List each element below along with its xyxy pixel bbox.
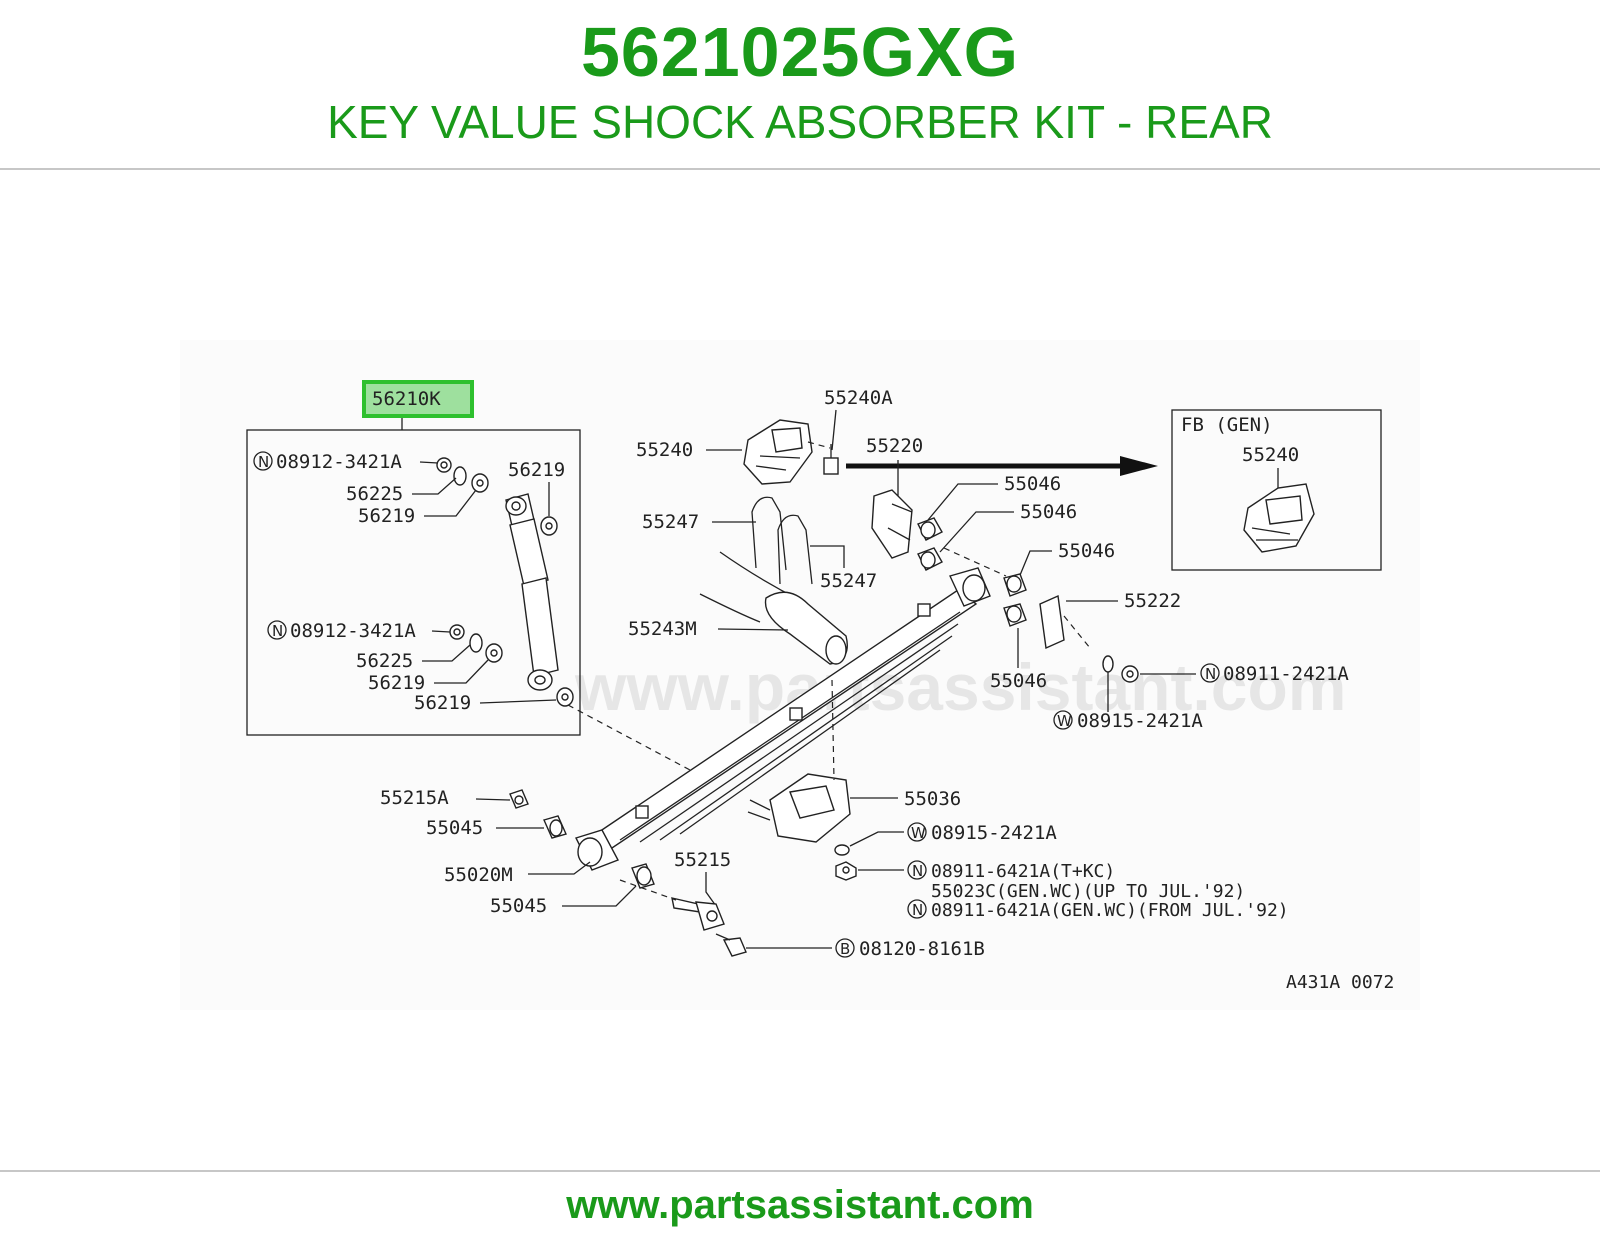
bushing-55045-icon — [543, 815, 567, 839]
plate-55222-icon — [1039, 594, 1091, 650]
bushing-icon — [917, 517, 943, 571]
callout-55222: 55222 — [1124, 590, 1181, 612]
callout-56219-top-b: 56219 — [358, 505, 415, 527]
w-symbol-letter: W — [1057, 712, 1072, 730]
highlighted-part-label: 56210K — [372, 388, 441, 410]
watermark-text: www.partsassistant.com — [574, 650, 1346, 724]
callout-55046-c: 55046 — [1058, 540, 1115, 562]
axle-housing-icon — [699, 551, 848, 665]
n-symbol-icon — [907, 899, 927, 919]
bolt-55240A-icon — [823, 444, 839, 475]
callout-55036: 55036 — [904, 788, 961, 810]
footer-divider — [0, 1170, 1600, 1172]
n-symbol-icon — [253, 451, 273, 471]
callout-55220: 55220 — [866, 435, 923, 457]
arrow-head-icon — [1120, 456, 1158, 476]
shock-absorber-icon — [505, 493, 559, 691]
callout-08911-6421A-a: 08911-6421A(T+KC) — [931, 861, 1115, 882]
u-bolt-icon — [751, 496, 813, 585]
n-symbol-icon — [907, 860, 927, 880]
b-symbol-letter: B — [840, 940, 850, 958]
bracket-55240-icon — [743, 419, 813, 485]
kit-hardware-icon — [436, 457, 574, 707]
callout-56219-bot-a: 56219 — [368, 672, 425, 694]
n-symbol-letter: N — [1205, 665, 1216, 683]
inset-box — [1171, 409, 1382, 571]
inset-part-label: 55240 — [1242, 444, 1299, 466]
bushing-icon — [1003, 573, 1027, 627]
nut-icon — [835, 861, 857, 881]
bushing-55215A-icon — [509, 789, 529, 809]
washer-nut-icon — [1102, 655, 1139, 683]
callout-55020M: 55020M — [444, 864, 513, 886]
footer-website-link[interactable]: www.partsassistant.com — [566, 1183, 1034, 1227]
callout-08911-6421A-b: 08911-6421A(GEN.WC)(FROM JUL.'92) — [931, 900, 1289, 921]
callout-55240A: 55240A — [824, 387, 893, 409]
page-header: 5621025GXG KEY VALUE SHOCK ABSORBER KIT … — [0, 0, 1600, 170]
w-symbol-icon — [907, 822, 927, 842]
callout-56219-top-a: 56219 — [508, 459, 565, 481]
spring-seat-55036-icon — [747, 679, 851, 843]
callout-08915-2421A-b: 08915-2421A — [931, 822, 1057, 844]
callout-55045-b: 55045 — [490, 895, 547, 917]
n-symbol-icon — [267, 620, 287, 640]
callout-55243M: 55243M — [628, 618, 697, 640]
callout-08912-bot: 08912-3421A — [290, 620, 416, 642]
inset-title: FB (GEN) — [1181, 414, 1273, 436]
highlighted-part-box[interactable] — [362, 380, 474, 418]
bolt-08120-icon — [715, 933, 747, 957]
callout-55045-a: 55045 — [426, 817, 483, 839]
callout-56219-bot-b: 56219 — [414, 692, 471, 714]
callout-55023C: 55023C(GEN.WC)(UP TO JUL.'92) — [931, 881, 1245, 902]
callout-55215: 55215 — [674, 849, 731, 871]
callout-08911-2421A: 08911-2421A — [1223, 663, 1349, 685]
callout-08915-2421A-a: 08915-2421A — [1077, 710, 1203, 732]
n-symbol-letter: N — [258, 453, 269, 471]
callout-55240: 55240 — [636, 439, 693, 461]
bushing-55045-b-icon — [631, 863, 655, 889]
leaf-spring-icon — [575, 567, 991, 871]
n-symbol-letter: N — [912, 862, 923, 880]
part-description: KEY VALUE SHOCK ABSORBER KIT - REAR — [327, 96, 1273, 148]
callout-55046-a: 55046 — [1004, 473, 1061, 495]
header-divider — [0, 168, 1600, 170]
callout-55215A: 55215A — [380, 787, 449, 809]
b-symbol-icon — [835, 938, 855, 958]
callout-55046-d: 55046 — [990, 670, 1047, 692]
callout-55046-b: 55046 — [1020, 501, 1077, 523]
callout-55247-a: 55247 — [642, 511, 699, 533]
callout-08912-top: 08912-3421A — [276, 451, 402, 473]
n-symbol-icon — [1200, 663, 1220, 683]
part-number-title: 5621025GXG — [580, 13, 1020, 91]
n-symbol-letter: N — [272, 622, 283, 640]
inset-bracket-55240-icon — [1243, 483, 1315, 553]
callout-56225-bot: 56225 — [356, 650, 413, 672]
pin-55215-icon — [671, 897, 725, 931]
w-symbol-letter: W — [911, 824, 926, 842]
callout-08120-8161B: 08120-8161B — [859, 938, 985, 960]
shackle-55220-icon — [871, 489, 913, 559]
kit-box — [246, 429, 581, 736]
callout-55247-b: 55247 — [820, 570, 877, 592]
diagram-code: A431A 0072 — [1286, 972, 1394, 993]
callout-56225-top: 56225 — [346, 483, 403, 505]
n-symbol-letter: N — [912, 901, 923, 919]
washer-icon — [834, 844, 850, 856]
w-symbol-icon — [1053, 710, 1073, 730]
